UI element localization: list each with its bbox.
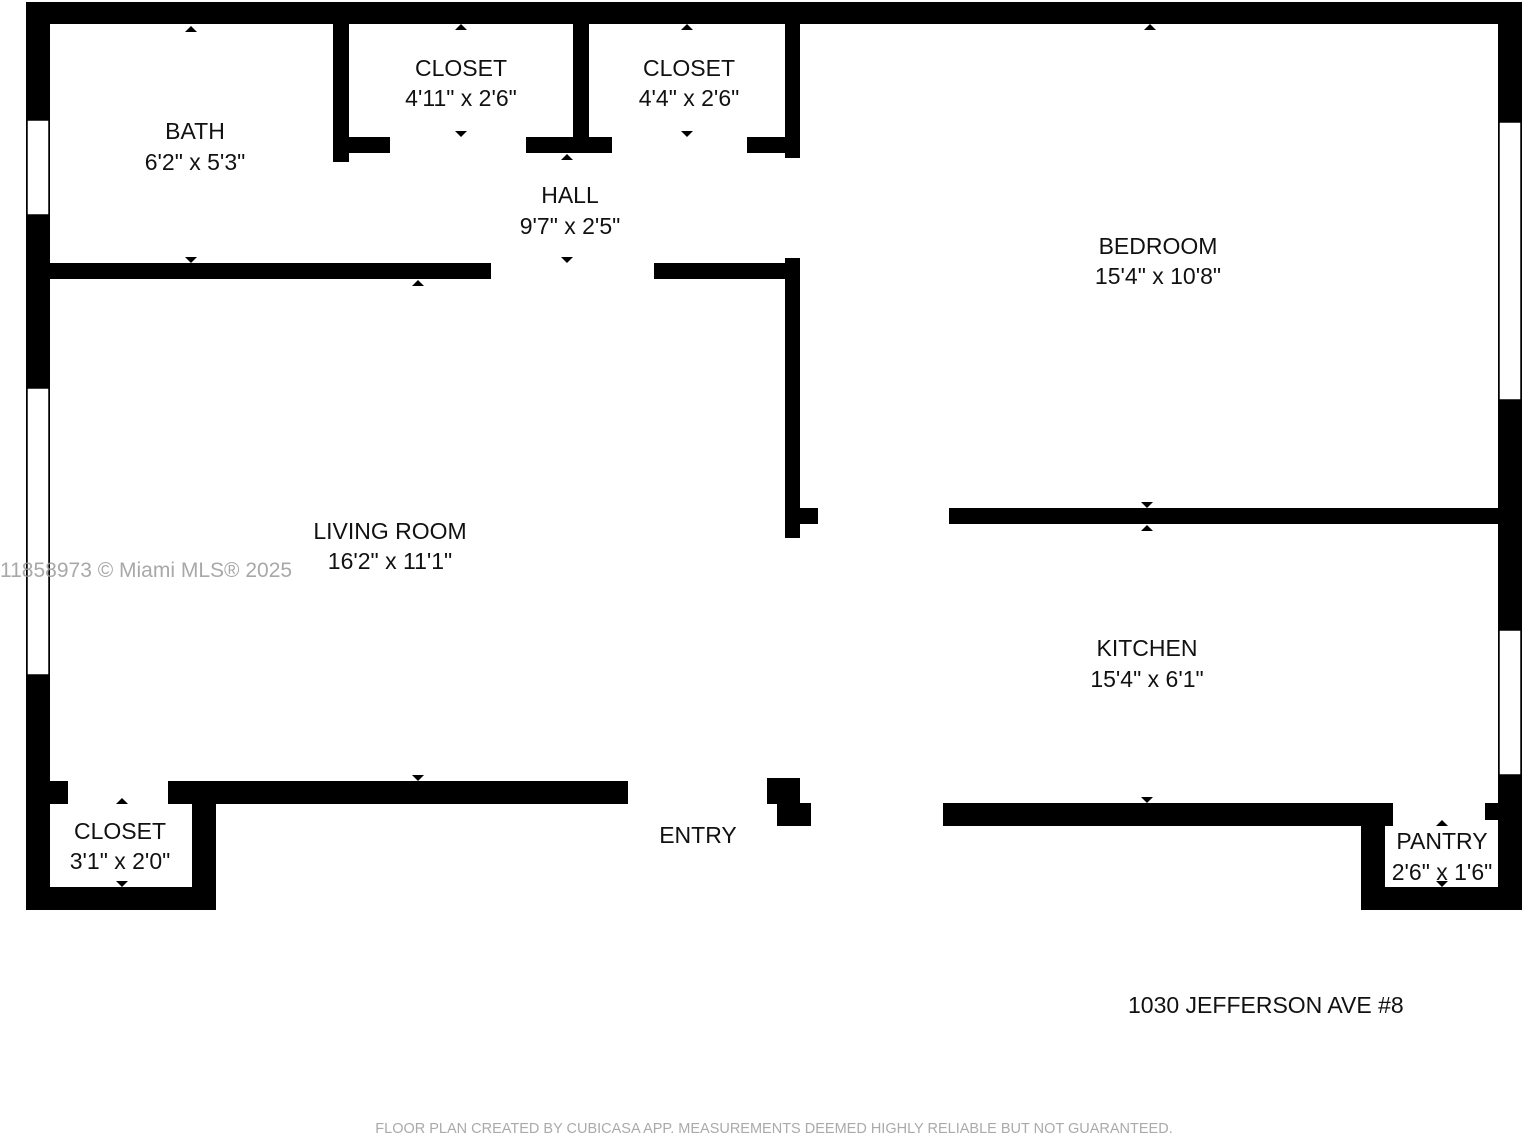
kitchen-dims: 15'4" x 6'1" — [1090, 666, 1203, 692]
bedroom-dims: 15'4" x 10'8" — [1095, 263, 1221, 289]
closet1-dims: 4'11" x 2'6" — [405, 85, 517, 111]
address: 1030 JEFFERSON AVE #8 — [1128, 992, 1404, 1018]
watermark: 11858973 © Miami MLS® 2025 — [0, 559, 292, 582]
dimension-arrows — [116, 24, 1448, 887]
closet3-dims: 3'1" x 2'0" — [70, 848, 171, 874]
living-room-dims: 16'2" x 11'1" — [328, 548, 452, 574]
room-labels: BATH 6'2" x 5'3" CLOSET 4'11" x 2'6" CLO… — [70, 55, 1493, 885]
closet2-dims: 4'4" x 2'6" — [639, 85, 740, 111]
disclaimer-footer: FLOOR PLAN CREATED BY CUBICASA APP. MEAS… — [375, 1121, 1172, 1134]
watermark-text: 11858973 © Miami MLS® 2025 — [0, 559, 292, 582]
bath-dims: 6'2" x 5'3" — [145, 149, 246, 175]
closet1-label: CLOSET — [415, 55, 507, 81]
hall-label: HALL — [541, 182, 599, 208]
closet3-label: CLOSET — [74, 818, 166, 844]
pantry-label: PANTRY — [1396, 828, 1487, 854]
kitchen-label: KITCHEN — [1097, 635, 1198, 661]
entry-label: ENTRY — [659, 822, 737, 848]
pantry-dims: 2'6" x 1'6" — [1392, 859, 1493, 885]
closet2-label: CLOSET — [643, 55, 735, 81]
walls — [26, 2, 1522, 910]
living-room-label: LIVING ROOM — [313, 518, 466, 544]
windows — [26, 119, 1522, 776]
bath-label: BATH — [165, 118, 225, 144]
hall-dims: 9'7" x 2'5" — [520, 213, 621, 239]
bedroom-label: BEDROOM — [1099, 233, 1218, 259]
